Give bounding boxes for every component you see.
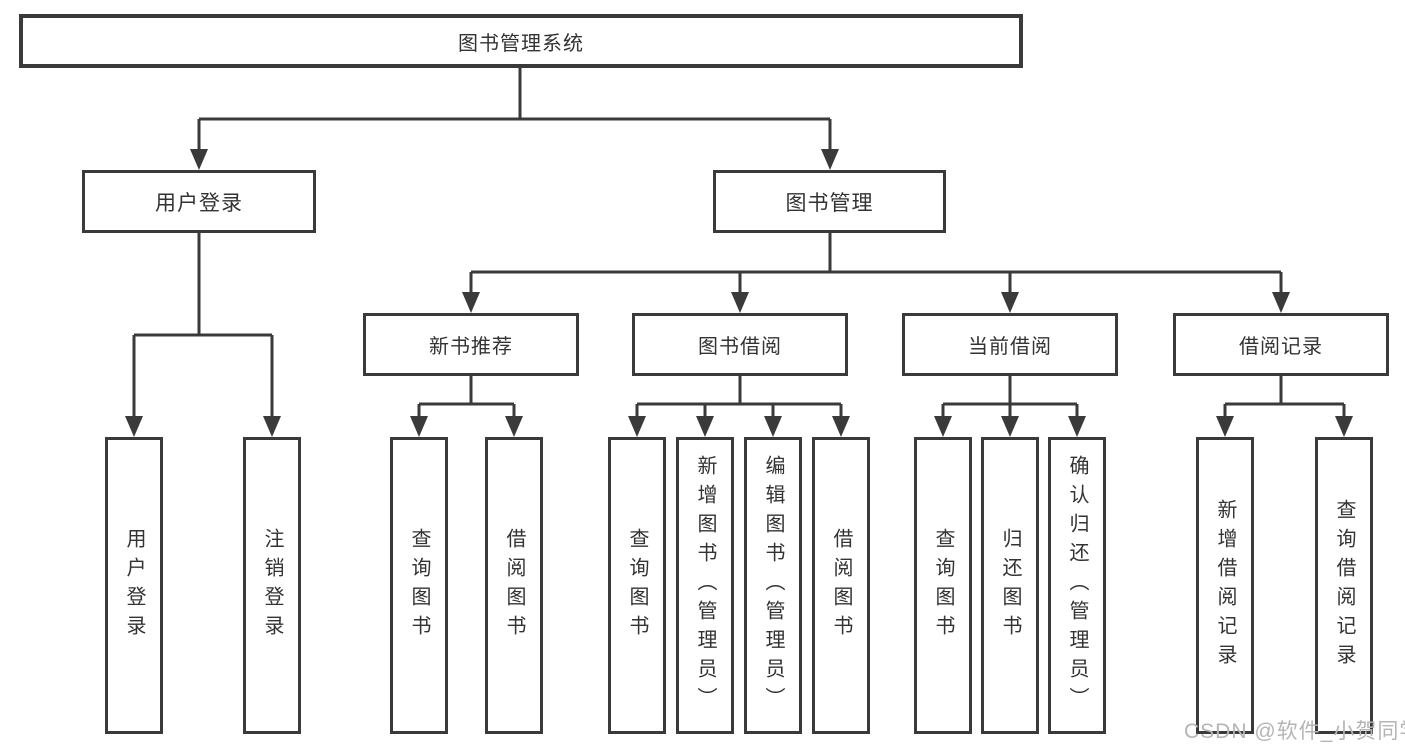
connector-current-borrow-split (941, 376, 1079, 418)
arrowhead (1335, 416, 1353, 437)
node-book-management: 图书管理 (713, 170, 946, 233)
arrowhead (832, 416, 850, 437)
connector-user-login-split (132, 233, 274, 418)
leaf-return-book: 归还图书 (981, 437, 1039, 734)
leaf-confirm-return-admin: 确认归还（管理员） (1048, 437, 1106, 734)
arrowhead (462, 292, 480, 313)
arrowhead (125, 416, 143, 437)
node-new-book-recommend: 新书推荐 (363, 313, 579, 376)
node-library-system: 图书管理系统 (19, 14, 1023, 68)
arrowhead (934, 416, 952, 437)
connector-root-split (197, 67, 832, 152)
connector-book-borrow-split (635, 376, 843, 418)
leaf-logout: 注销登录 (243, 437, 301, 734)
arrowhead (1216, 416, 1234, 437)
arrowhead (190, 149, 208, 170)
node-user-login: 用户登录 (82, 170, 316, 233)
leaf-query-books-recommend: 查询图书 (390, 437, 448, 734)
arrowhead (1272, 292, 1290, 313)
leaf-query-borrow-record: 查询借阅记录 (1315, 437, 1373, 734)
leaf-borrow-books: 借阅图书 (812, 437, 870, 734)
arrowhead (628, 416, 646, 437)
leaf-add-book-admin: 新增图书（管理员） (676, 437, 734, 734)
arrowhead (1001, 416, 1019, 437)
leaf-query-books-borrow: 查询图书 (608, 437, 666, 734)
arrowhead (731, 292, 749, 313)
node-current-borrow: 当前借阅 (902, 313, 1118, 376)
leaf-add-borrow-record: 新增借阅记录 (1196, 437, 1254, 734)
leaf-user-login: 用户登录 (105, 437, 163, 734)
connector-records-split (1223, 376, 1346, 418)
arrowhead (410, 416, 428, 437)
connector-new-book-split (417, 376, 516, 418)
leaf-borrow-books-recommend: 借阅图书 (485, 437, 543, 734)
arrowhead (263, 416, 281, 437)
arrowhead (764, 416, 782, 437)
arrowhead (505, 416, 523, 437)
leaf-query-books-current: 查询图书 (914, 437, 972, 734)
node-borrow-records: 借阅记录 (1173, 313, 1389, 376)
csdn-watermark: CSDN @软件_小贺同学 (1184, 720, 1405, 743)
node-book-borrow: 图书借阅 (632, 313, 848, 376)
arrowhead (1068, 416, 1086, 437)
arrowhead (696, 416, 714, 437)
arrowhead (821, 149, 839, 170)
arrowhead (1001, 292, 1019, 313)
connector-book-mgmt-split (469, 233, 1283, 294)
leaf-edit-book-admin: 编辑图书（管理员） (744, 437, 802, 734)
